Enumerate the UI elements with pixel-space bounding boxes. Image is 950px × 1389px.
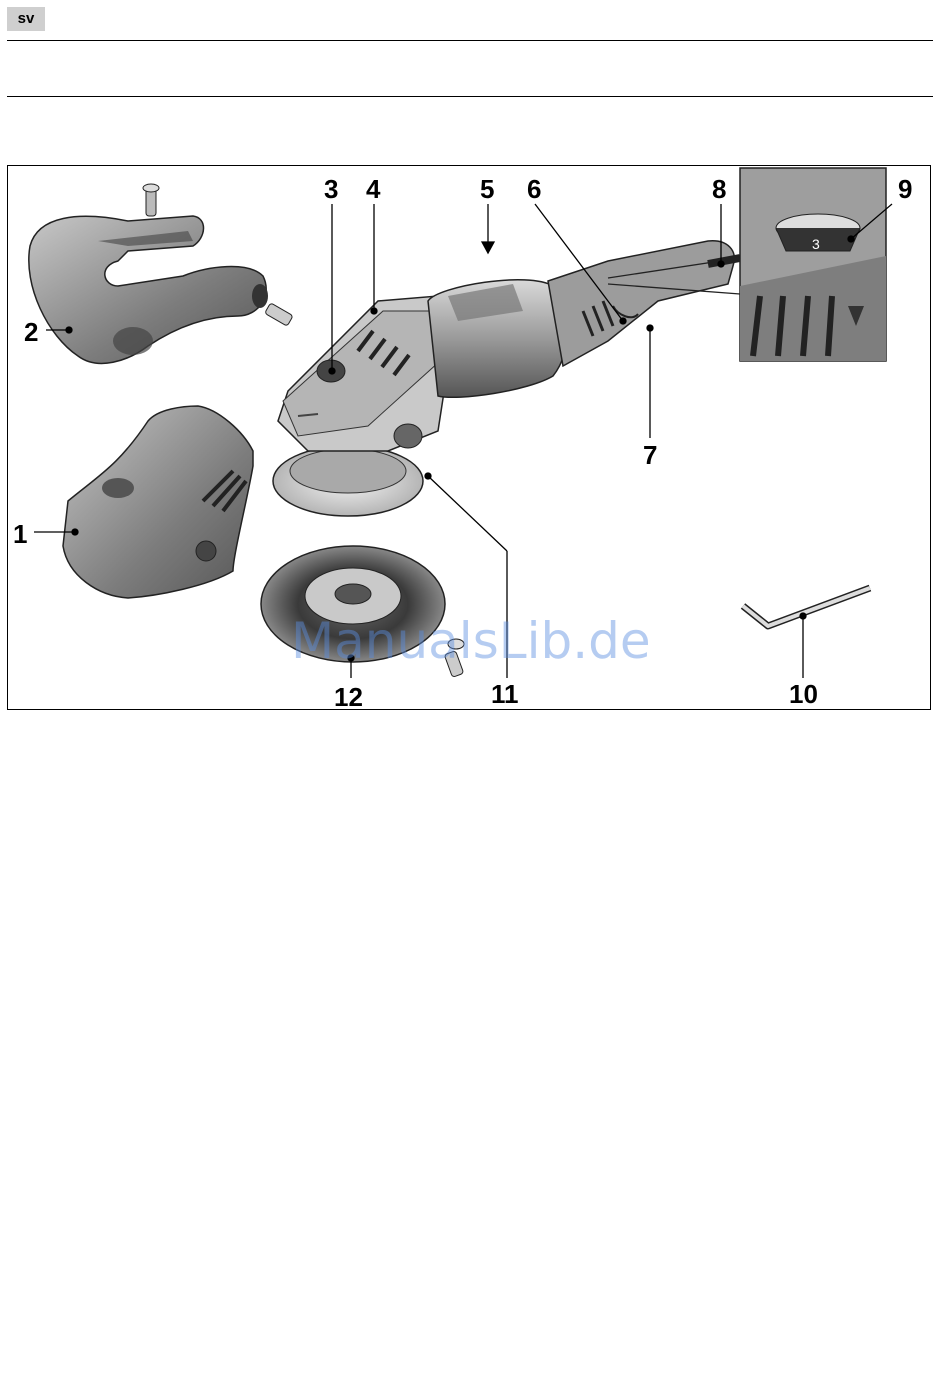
polisher-drawing: 3	[8, 166, 932, 711]
callout-5: 5	[480, 174, 494, 204]
callout-12: 12	[334, 682, 363, 711]
parts-illustration: 3	[7, 165, 931, 710]
language-tag: sv	[7, 7, 45, 31]
callout-8: 8	[712, 174, 726, 204]
header-rule-top	[7, 40, 933, 41]
header-rule-bottom	[7, 96, 933, 97]
speed-dial-setting: 3	[812, 236, 820, 252]
callout-10: 10	[789, 679, 818, 709]
bow-handle	[29, 184, 293, 363]
guard-cover	[63, 406, 253, 598]
callout-11: 11	[491, 679, 519, 709]
polisher-body	[273, 241, 740, 516]
callout-1: 1	[13, 519, 27, 549]
callout-6: 6	[527, 174, 541, 204]
callout-2: 2	[24, 317, 38, 347]
speed-dial-inset: 3	[740, 168, 886, 361]
callout-7: 7	[643, 440, 657, 470]
callout-9: 9	[898, 174, 912, 204]
callout-3: 3	[324, 174, 338, 204]
watermark-text: ManualsLib.de	[291, 612, 651, 670]
callout-4: 4	[366, 174, 381, 204]
